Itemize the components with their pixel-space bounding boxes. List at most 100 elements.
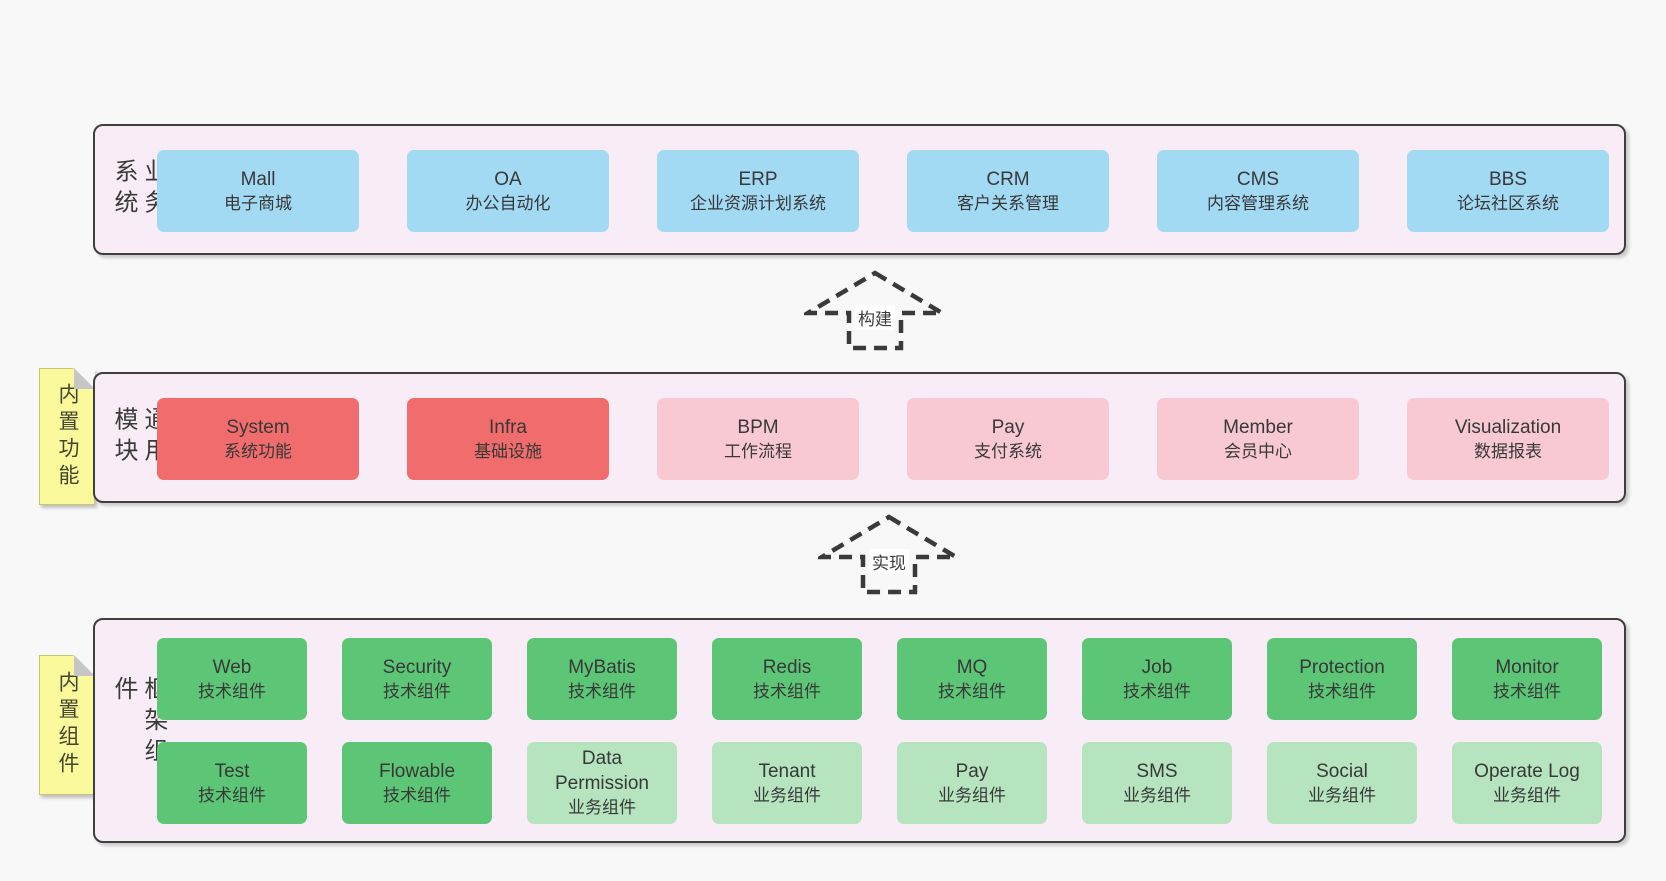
box-subtitle: 技术组件 (1308, 681, 1376, 701)
build-arrow-label: 构建 (855, 305, 895, 330)
box-subtitle: 技术组件 (568, 681, 636, 701)
box-title: Monitor (1495, 656, 1559, 678)
up-arrow-icon (818, 514, 960, 595)
box-bbs: BBS 论坛社区系统 (1407, 150, 1609, 232)
box-subtitle: 业务组件 (753, 785, 821, 805)
box-title: System (226, 416, 290, 438)
up-arrow-icon (804, 270, 946, 351)
box-title: Pay (991, 416, 1025, 438)
box-operate-log: Operate Log 业务组件 (1452, 742, 1602, 824)
box-pay-biz: Pay 业务组件 (897, 742, 1047, 824)
box-subtitle: 技术组件 (1493, 681, 1561, 701)
box-test: Test 技术组件 (157, 742, 307, 824)
box-title: MyBatis (568, 656, 636, 678)
box-social: Social 业务组件 (1267, 742, 1417, 824)
box-cms: CMS 内容管理系统 (1157, 150, 1359, 232)
box-title: BPM (737, 416, 779, 438)
box-subtitle: 企业资源计划系统 (690, 193, 826, 213)
sticky-note-label: 内置组件 (56, 671, 79, 779)
modules-box-row: System 系统功能 Infra 基础设施 BPM 工作流程 Pay 支付系统… (157, 398, 1609, 480)
implement-arrow-label: 实现 (869, 549, 909, 574)
box-title: SMS (1136, 760, 1178, 782)
box-bpm: BPM 工作流程 (657, 398, 859, 480)
box-subtitle: 业务组件 (1493, 785, 1561, 805)
box-member: Member 会员中心 (1157, 398, 1359, 480)
box-subtitle: 技术组件 (198, 681, 266, 701)
box-title: Member (1223, 416, 1293, 438)
box-title: Pay (955, 760, 989, 782)
box-title: Job (1141, 656, 1173, 678)
implement-arrow: 实现 (818, 513, 960, 597)
box-title: OA (494, 168, 522, 190)
box-mybatis: MyBatis 技术组件 (527, 638, 677, 720)
box-subtitle: 数据报表 (1474, 441, 1542, 461)
box-subtitle: 论坛社区系统 (1457, 193, 1559, 213)
box-oa: OA 办公自动化 (407, 150, 609, 232)
box-title: Test (214, 760, 250, 782)
box-subtitle: 电子商城 (224, 193, 292, 213)
box-subtitle: 基础设施 (474, 441, 542, 461)
box-web: Web 技术组件 (157, 638, 307, 720)
box-title: Social (1316, 760, 1368, 782)
business-systems-layer: 业务系统 Mall 电子商城 OA 办公自动化 ERP 企业资源计划系统 CRM… (93, 124, 1626, 255)
framework-box-row-2: Test 技术组件 Flowable 技术组件 Data Permission … (157, 742, 1602, 824)
box-subtitle: 系统功能 (224, 441, 292, 461)
box-subtitle: 业务组件 (1308, 785, 1376, 805)
box-subtitle: 技术组件 (198, 785, 266, 805)
box-subtitle: 技术组件 (938, 681, 1006, 701)
framework-components-layer: 框架组件 Web 技术组件 Security 技术组件 MyBatis 技术组件… (93, 618, 1626, 843)
box-title: Security (382, 656, 452, 678)
box-data-permission: Data Permission 业务组件 (527, 742, 677, 824)
box-subtitle: 技术组件 (383, 785, 451, 805)
box-subtitle: 技术组件 (1123, 681, 1191, 701)
sticky-note-label: 内置功能 (56, 382, 79, 491)
box-subtitle: 业务组件 (568, 798, 636, 817)
box-job: Job 技术组件 (1082, 638, 1232, 720)
box-pay-system: Pay 支付系统 (907, 398, 1109, 480)
box-title: CRM (986, 168, 1030, 190)
box-subtitle: 技术组件 (753, 681, 821, 701)
box-title: Mall (240, 168, 276, 190)
build-arrow: 构建 (804, 269, 946, 353)
box-title: BBS (1488, 168, 1528, 190)
box-subtitle: 技术组件 (383, 681, 451, 701)
box-tenant: Tenant 业务组件 (712, 742, 862, 824)
box-subtitle: 会员中心 (1224, 441, 1292, 461)
box-subtitle: 业务组件 (938, 785, 1006, 805)
box-erp: ERP 企业资源计划系统 (657, 150, 859, 232)
box-subtitle: 客户关系管理 (957, 193, 1059, 213)
box-title: Redis (762, 656, 812, 678)
box-redis: Redis 技术组件 (712, 638, 862, 720)
box-title: Web (212, 656, 252, 678)
common-modules-layer: 通用模块 System 系统功能 Infra 基础设施 BPM 工作流程 Pay… (93, 372, 1626, 503)
box-title: Operate Log (1474, 760, 1580, 782)
sticky-note-builtin-components: 内置组件 (39, 655, 95, 795)
box-subtitle: 业务组件 (1123, 785, 1191, 805)
box-title: Flowable (378, 760, 456, 782)
box-title: Infra (488, 416, 528, 438)
box-infra: Infra 基础设施 (407, 398, 609, 480)
box-title: Protection (1299, 656, 1385, 678)
box-flowable: Flowable 技术组件 (342, 742, 492, 824)
box-sms: SMS 业务组件 (1082, 742, 1232, 824)
framework-box-row-1: Web 技术组件 Security 技术组件 MyBatis 技术组件 Redi… (157, 638, 1602, 720)
box-system: System 系统功能 (157, 398, 359, 480)
box-crm: CRM 客户关系管理 (907, 150, 1109, 232)
box-title: Data Permission (555, 748, 649, 794)
box-subtitle: 工作流程 (724, 441, 792, 461)
box-subtitle: 办公自动化 (465, 193, 551, 213)
box-title: MQ (956, 656, 988, 678)
box-title: Visualization (1454, 416, 1562, 438)
box-monitor: Monitor 技术组件 (1452, 638, 1602, 720)
box-visualization: Visualization 数据报表 (1407, 398, 1609, 480)
box-title: Tenant (758, 760, 816, 782)
box-title: CMS (1236, 168, 1280, 190)
box-subtitle: 内容管理系统 (1207, 193, 1309, 213)
business-box-row: Mall 电子商城 OA 办公自动化 ERP 企业资源计划系统 CRM 客户关系… (157, 150, 1609, 232)
box-mq: MQ 技术组件 (897, 638, 1047, 720)
box-subtitle: 支付系统 (974, 441, 1042, 461)
box-protection: Protection 技术组件 (1267, 638, 1417, 720)
box-mall: Mall 电子商城 (157, 150, 359, 232)
box-security: Security 技术组件 (342, 638, 492, 720)
